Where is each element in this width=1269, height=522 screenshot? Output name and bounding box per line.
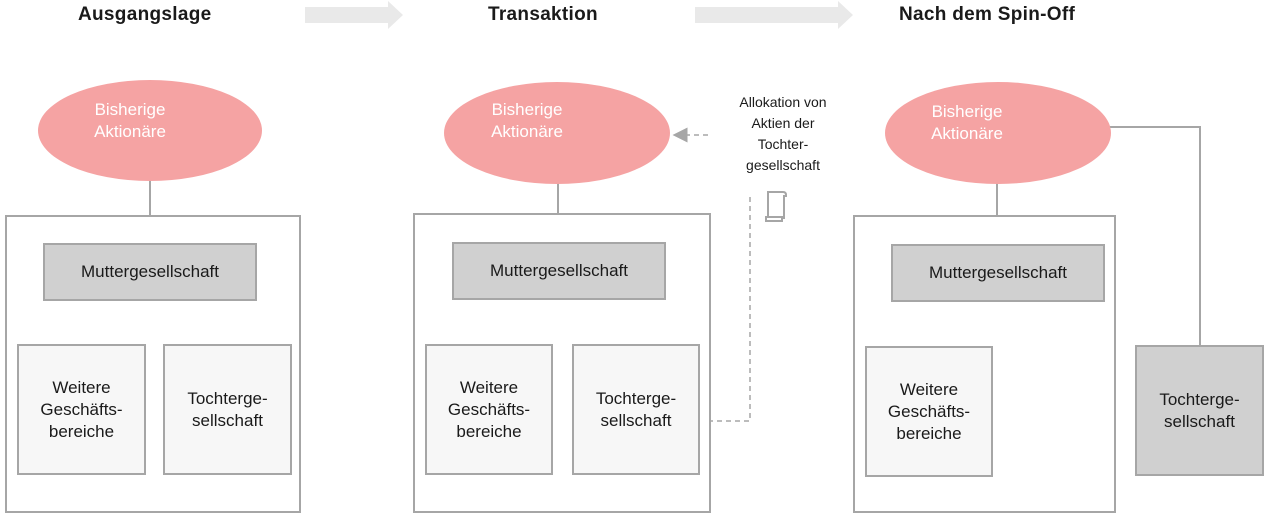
parent-company-label: Muttergesellschaft (490, 261, 628, 280)
subsidiary-box: Tochterge- sellschaft (572, 344, 700, 475)
parent-company-box: Muttergesellschaft (452, 242, 666, 300)
shareholders-label: Bisherige Aktionäre (931, 102, 1003, 143)
step-heading-3: Nach dem Spin-Off (899, 4, 1076, 25)
step-heading-1: Ausgangslage (78, 4, 212, 25)
other-business-label: Weitere Geschäfts- bereiche (887, 379, 971, 443)
parent-company-label: Muttergesellschaft (929, 263, 1067, 282)
other-business-label: Weitere Geschäfts- bereiche (447, 377, 531, 441)
subsidiary-label: Tochterge- sellschaft (1159, 389, 1240, 431)
share-certificate-icon (765, 191, 787, 222)
other-business-box: Weitere Geschäfts- bereiche (425, 344, 553, 475)
parent-company-label: Muttergesellschaft (81, 262, 219, 281)
step-heading-2: Transaktion (488, 4, 598, 25)
spun-off-subsidiary-box: Tochterge- sellschaft (1135, 345, 1264, 476)
shareholders-label: Bisherige Aktionäre (491, 100, 563, 141)
allocation-note: Allokation von Aktien der Tochter- gesel… (739, 94, 827, 173)
parent-company-box: Muttergesellschaft (891, 244, 1105, 302)
subsidiary-label: Tochterge- sellschaft (187, 388, 268, 430)
other-business-box: Weitere Geschäfts- bereiche (17, 344, 146, 475)
step-arrow-icon (695, 1, 853, 29)
step-arrow-icon (305, 1, 403, 29)
parent-company-box: Muttergesellschaft (43, 243, 257, 301)
shareholders-label: Bisherige Aktionäre (94, 100, 166, 141)
shareholders-ellipse (885, 82, 1111, 184)
subsidiary-box: Tochterge- sellschaft (163, 344, 292, 475)
shareholders-ellipse (38, 80, 262, 181)
other-business-box: Weitere Geschäfts- bereiche (865, 346, 993, 477)
subsidiary-label: Tochterge- sellschaft (595, 388, 677, 430)
shareholders-ellipse (444, 82, 670, 184)
other-business-label: Weitere Geschäfts- bereiche (40, 377, 123, 441)
